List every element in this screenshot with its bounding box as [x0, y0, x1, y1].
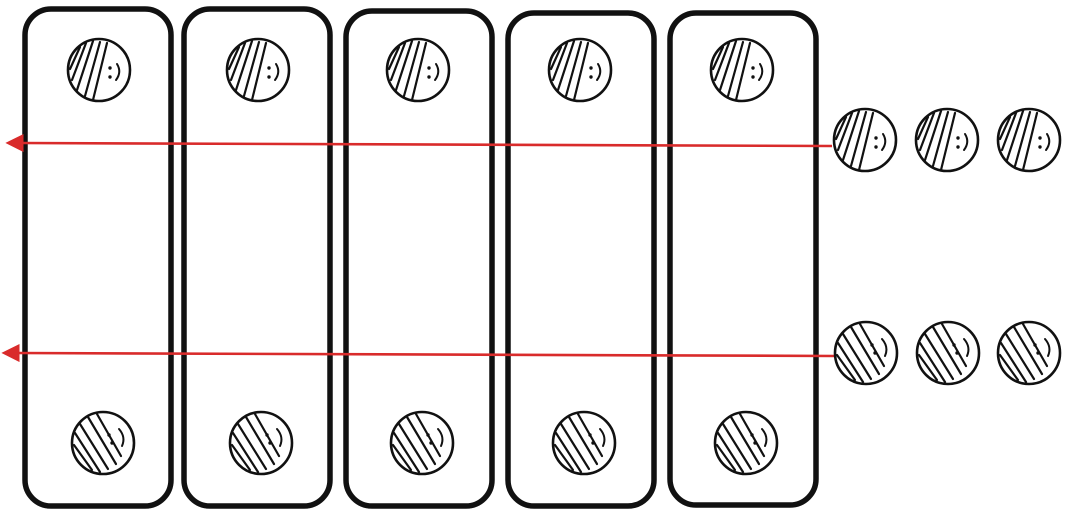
figure-icon	[227, 39, 289, 101]
figure-icon	[916, 109, 978, 171]
figure-icon	[715, 412, 777, 474]
figure-icon	[711, 39, 773, 101]
figure-icon	[834, 109, 896, 171]
figure-icon	[553, 412, 615, 474]
figure-icon	[72, 412, 134, 474]
lower-queue-arrow	[16, 353, 836, 356]
figure-icon	[68, 39, 130, 101]
figure-icon	[998, 109, 1060, 171]
figure-icon	[835, 322, 897, 384]
figure-icon	[230, 412, 292, 474]
column-box-4	[508, 13, 654, 506]
figure-icon	[549, 39, 611, 101]
lower-queue-figures	[835, 322, 1060, 384]
upper-queue-arrow	[20, 143, 832, 146]
figure-icon	[998, 322, 1060, 384]
figure-icon	[387, 39, 449, 101]
column-box-5	[670, 13, 816, 505]
figure-icon	[391, 412, 453, 474]
queue-arrows	[16, 143, 836, 356]
column-boxes	[25, 9, 816, 506]
column-box-3	[346, 11, 492, 506]
figure-icon	[917, 322, 979, 384]
upper-queue-figures	[834, 109, 1060, 171]
